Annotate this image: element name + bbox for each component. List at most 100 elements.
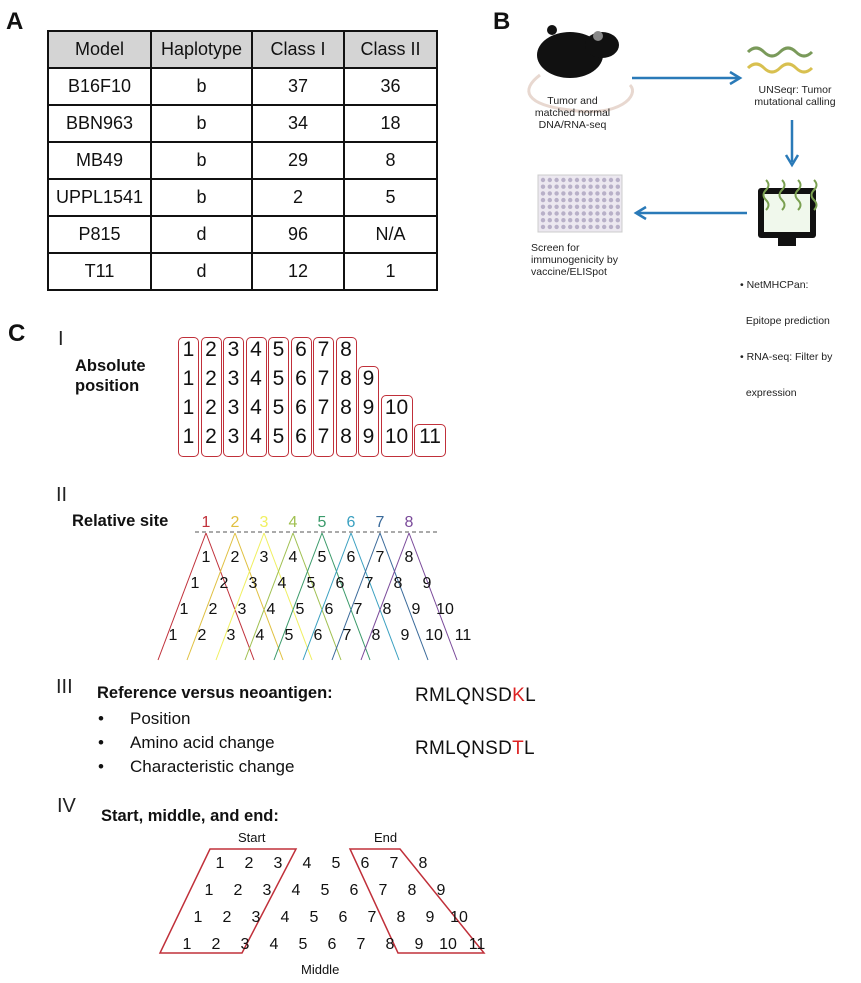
relative-position-number: 3	[227, 627, 236, 644]
relative-position-number: 6	[347, 549, 356, 566]
relative-position-number: 2	[198, 627, 207, 644]
iv-position-number: 5	[310, 909, 319, 926]
header-haplotype: Haplotype	[150, 30, 253, 69]
iv-position-number: 4	[270, 936, 279, 953]
plate-well	[608, 191, 614, 196]
site-line	[263, 532, 313, 661]
plate-well	[540, 224, 546, 230]
relative-site-number: 3	[260, 514, 269, 531]
table-cell: BBN963	[47, 104, 152, 143]
iv-position-number: 7	[390, 855, 399, 872]
step3-line: • RNA-seq: Filter by	[740, 351, 833, 363]
plate-well	[547, 177, 552, 183]
iv-position-number: 10	[439, 936, 457, 953]
table-cell: N/A	[343, 215, 438, 254]
panel-label-c: C	[8, 320, 26, 347]
step2-line: mutational calling	[754, 96, 836, 108]
site-line	[205, 532, 255, 661]
iv-position-number: 5	[332, 855, 341, 872]
relative-position-number: 2	[209, 601, 218, 618]
plate-well	[615, 184, 620, 189]
position-column-box	[358, 366, 379, 457]
step1-line: matched normal	[534, 107, 611, 119]
position-number: 7	[317, 338, 330, 361]
plate-well	[540, 191, 546, 196]
plate-well	[568, 204, 573, 209]
position-number: 3	[227, 367, 240, 390]
iv-position-number: 1	[194, 909, 203, 926]
relative-position-number: 9	[401, 627, 410, 644]
workflow-step-screening: Screen for immunogenicity by vaccine/ELI…	[531, 242, 641, 278]
table-cell: d	[150, 252, 253, 291]
site-line	[186, 532, 236, 661]
position-number: 4	[250, 396, 262, 419]
relative-position-number: 2	[220, 575, 229, 592]
plate-well	[554, 204, 559, 209]
iv-position-number: 5	[299, 936, 308, 953]
plate-well	[581, 177, 586, 183]
plate-well	[540, 197, 546, 203]
table-cell: 1	[343, 252, 438, 291]
end-region-outline	[348, 848, 486, 954]
neoantigen-sequence: RMLQNSDTL	[415, 738, 535, 760]
table-cell: 18	[343, 104, 438, 143]
iv-position-number: 1	[183, 936, 192, 953]
start-region-outline	[158, 848, 298, 954]
iv-position-number: 2	[245, 855, 254, 872]
plate-well	[561, 218, 566, 223]
table-cell: 2	[251, 178, 345, 217]
plate-well	[595, 191, 600, 196]
position-number: 6	[295, 338, 307, 361]
table-cell: b	[150, 67, 253, 106]
plate-well	[615, 204, 620, 209]
plate-well	[595, 177, 600, 183]
plate-well	[615, 177, 620, 183]
plate-well	[540, 204, 546, 209]
plate-well	[568, 191, 573, 196]
plate-well	[568, 218, 573, 223]
step4-line: vaccine/ELISpot	[531, 266, 607, 278]
relative-position-number: 5	[285, 627, 294, 644]
header-model: Model	[47, 30, 152, 69]
position-number: 1	[182, 425, 195, 448]
position-number: 9	[362, 396, 375, 419]
subpanel-numeral-iv: IV	[57, 795, 76, 817]
header-class-i: Class I	[251, 30, 345, 69]
plate-well	[547, 211, 552, 216]
site-line	[302, 532, 352, 661]
plate-well	[615, 191, 620, 196]
position-column-box	[335, 337, 357, 457]
plate-well	[608, 204, 614, 209]
position-number: 3	[227, 396, 240, 419]
iv-position-number: 6	[339, 909, 348, 926]
absolute-position-label: Absolute position	[75, 356, 146, 396]
relative-position-number: 9	[423, 575, 432, 592]
relative-position-number: 10	[436, 601, 454, 618]
position-number: 4	[250, 338, 262, 361]
relative-position-number: 4	[278, 575, 287, 592]
position-number: 1	[182, 367, 195, 390]
plate-well	[615, 211, 620, 216]
position-column-box	[268, 337, 289, 457]
position-number: 5	[272, 396, 285, 419]
plate-well	[574, 191, 580, 196]
iv-position-number: 7	[357, 936, 366, 953]
relative-position-number: 8	[372, 627, 381, 644]
plate-well	[581, 218, 586, 223]
plate-well	[554, 177, 559, 183]
plate-well	[588, 197, 593, 203]
computer-icon	[758, 179, 818, 246]
table-cell: B16F10	[47, 67, 152, 106]
plate-well	[568, 197, 573, 203]
seq-prefix: RMLQNSD	[415, 738, 513, 759]
plate-well	[608, 177, 614, 183]
position-number: 5	[272, 338, 285, 361]
position-number: 7	[317, 396, 330, 419]
position-column-box	[380, 395, 413, 457]
position-number: 6	[295, 396, 307, 419]
plate-well	[554, 224, 559, 230]
position-column-box	[178, 337, 199, 457]
step4-line: immunogenicity by	[531, 254, 618, 266]
